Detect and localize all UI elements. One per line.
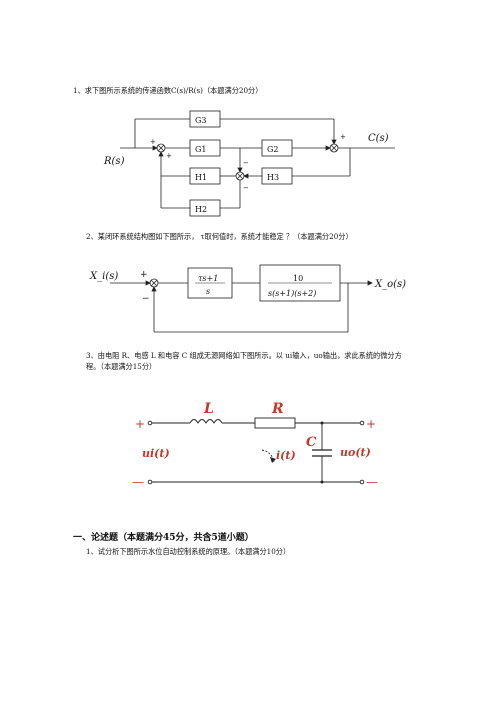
label-g2: G2 bbox=[267, 145, 278, 154]
label-uo: uo(t) bbox=[340, 446, 371, 459]
label-g1: G1 bbox=[195, 145, 206, 154]
label-g3: G3 bbox=[195, 116, 206, 125]
minus-right: — bbox=[366, 475, 378, 489]
tau-numerator: τs+1 bbox=[198, 274, 218, 283]
label-r-s: R(s) bbox=[103, 156, 125, 167]
label-h1: H1 bbox=[195, 173, 207, 182]
plus-left: + bbox=[135, 417, 145, 431]
label-r: R bbox=[271, 401, 284, 417]
plus-3: + bbox=[340, 133, 346, 141]
minus-left: — bbox=[132, 475, 144, 489]
label-xo: X_o(s) bbox=[374, 279, 406, 290]
resistor bbox=[254, 417, 296, 429]
minus-q2: − bbox=[142, 294, 150, 304]
question-3-text: 3、由电阻 R、电感 L 和电容 C 组成无源网络如下图所示。以 ui输入，uo… bbox=[86, 351, 402, 371]
plus-1: + bbox=[150, 138, 156, 146]
plus-q2: + bbox=[140, 270, 148, 280]
plant-denominator: s(s+1)(s+2) bbox=[268, 289, 316, 298]
question-2-text: 2、某闭环系统结构图如下图所示， τ取何值时，系统才能稳定 ？（本题满分20分） bbox=[86, 232, 353, 241]
label-l: L bbox=[203, 401, 214, 417]
plus-right: + bbox=[366, 417, 376, 431]
section-question-1: 1、试分析下图所示水位自动控制系统的原理。（本题满分10分） bbox=[86, 547, 291, 556]
label-h2: H2 bbox=[195, 205, 207, 214]
label-h3: H3 bbox=[267, 173, 279, 182]
tau-denominator: s bbox=[206, 287, 210, 296]
label-ui: ui(t) bbox=[142, 447, 170, 460]
plant-numerator: 10 bbox=[293, 274, 303, 283]
inductor bbox=[189, 419, 223, 424]
minus-2: − bbox=[243, 184, 249, 192]
question-1-text: 1、求下图所示系统的传递函数C(s)/R(s)（本题满分20分） bbox=[73, 86, 263, 95]
label-xi: X_i(s) bbox=[89, 271, 118, 282]
label-c: C bbox=[306, 435, 317, 450]
label-i: i(t) bbox=[276, 449, 296, 462]
label-c-s: C(s) bbox=[368, 133, 389, 144]
section-title: 一、论述题（本题满分45分，共含5道小题） bbox=[73, 533, 254, 543]
plus-2: + bbox=[166, 152, 172, 160]
minus-1: − bbox=[243, 159, 249, 167]
